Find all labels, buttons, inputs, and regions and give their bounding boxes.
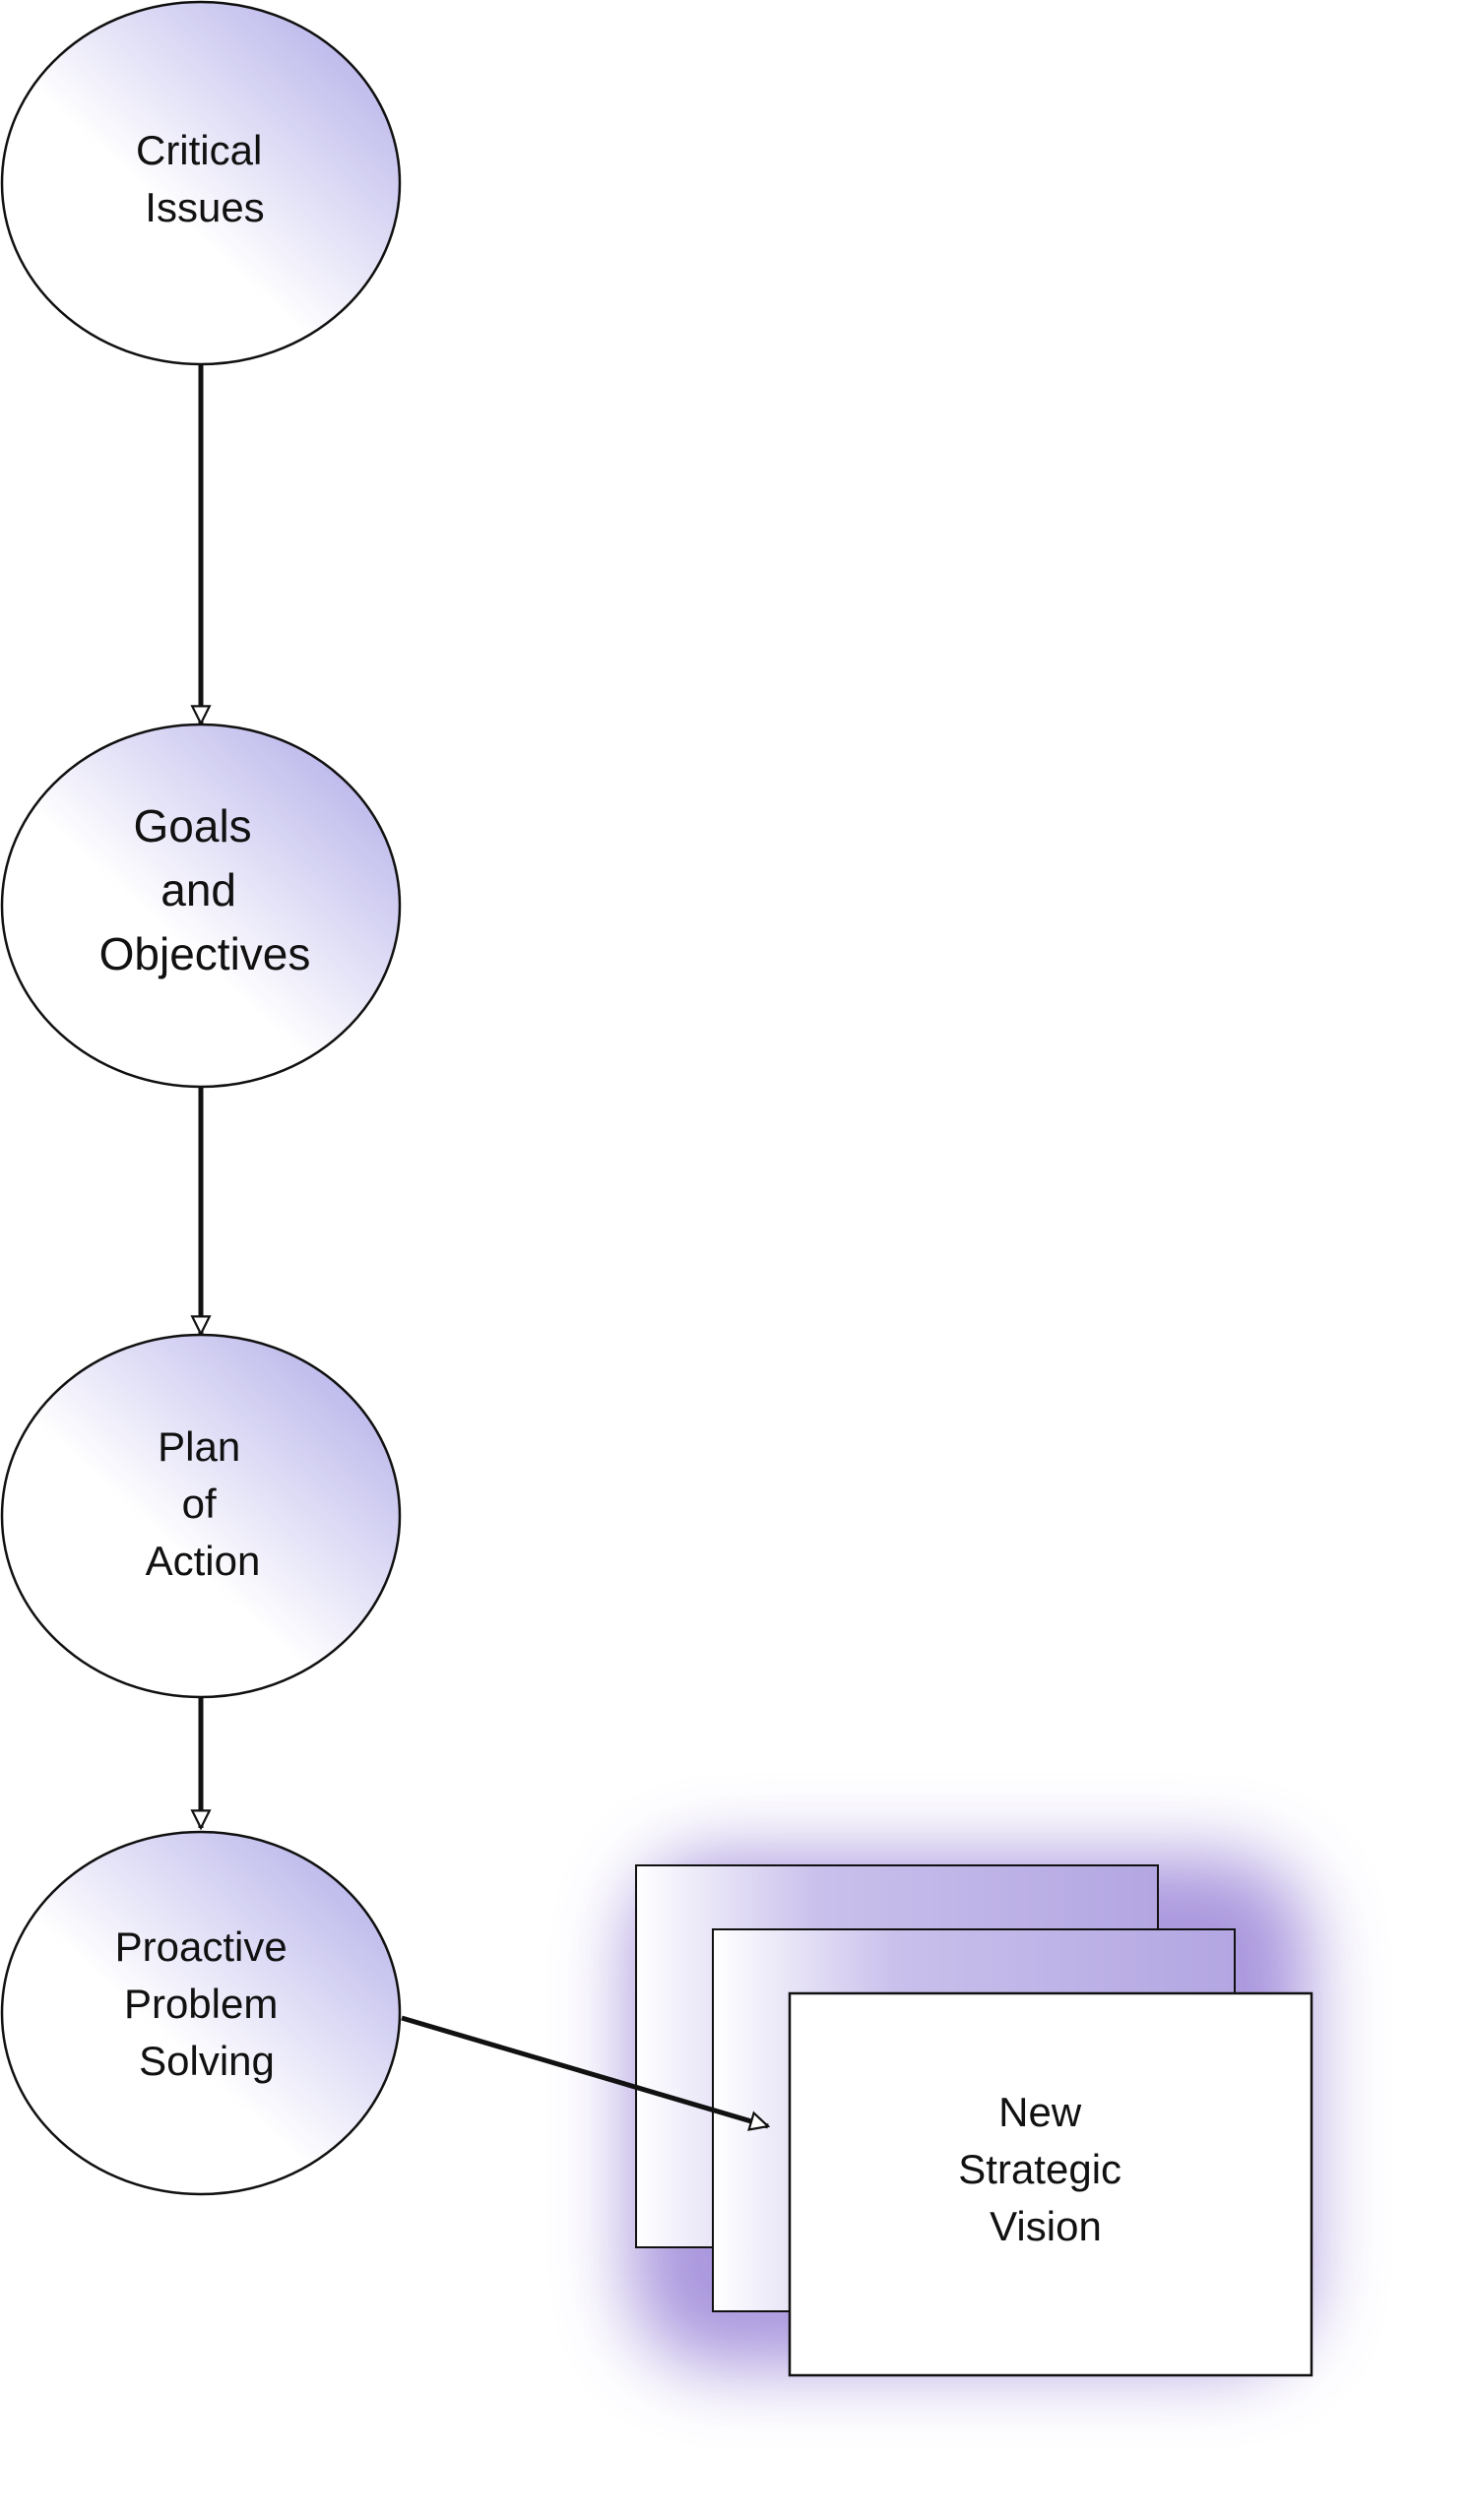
proactive-problem-solving-line: Problem xyxy=(124,1981,278,2027)
plan-of-action-label: Plan of Action xyxy=(146,1423,261,1584)
new-strategic-vision-label: New Strategic Vision xyxy=(958,2089,1132,2249)
new-strategic-vision-line: New xyxy=(998,2089,1082,2135)
plan-of-action-line: of xyxy=(182,1480,217,1527)
node-critical-issues xyxy=(0,0,402,366)
vision-card-front xyxy=(788,1991,1313,2377)
proactive-problem-solving-line: Proactive xyxy=(115,1923,288,1970)
new-strategic-vision-line: Strategic xyxy=(958,2146,1121,2192)
goals-objectives-line: and xyxy=(160,864,236,915)
proactive-problem-solving-line: Solving xyxy=(139,2038,275,2084)
critical-issues-line: Critical xyxy=(136,127,262,173)
plan-of-action-line: Action xyxy=(146,1538,261,1584)
node-proactive-problem-solving xyxy=(0,1830,402,2196)
connectors xyxy=(201,364,768,2126)
goals-objectives-label: Goals and Objectives xyxy=(99,800,311,979)
arrow-proactive-to-vision xyxy=(401,2015,768,2126)
critical-issues-label: Critical Issues xyxy=(136,127,274,230)
goals-objectives-line: Goals xyxy=(134,800,252,851)
node-goals-objectives xyxy=(0,723,402,1089)
goals-objectives-line: Objectives xyxy=(99,928,311,979)
proactive-problem-solving-label: Proactive Problem Solving xyxy=(115,1923,299,2084)
new-strategic-vision-line: Vision xyxy=(990,2203,1102,2249)
plan-of-action-line: Plan xyxy=(158,1423,240,1470)
node-plan-of-action xyxy=(0,1333,402,1699)
critical-issues-line: Issues xyxy=(145,184,264,230)
